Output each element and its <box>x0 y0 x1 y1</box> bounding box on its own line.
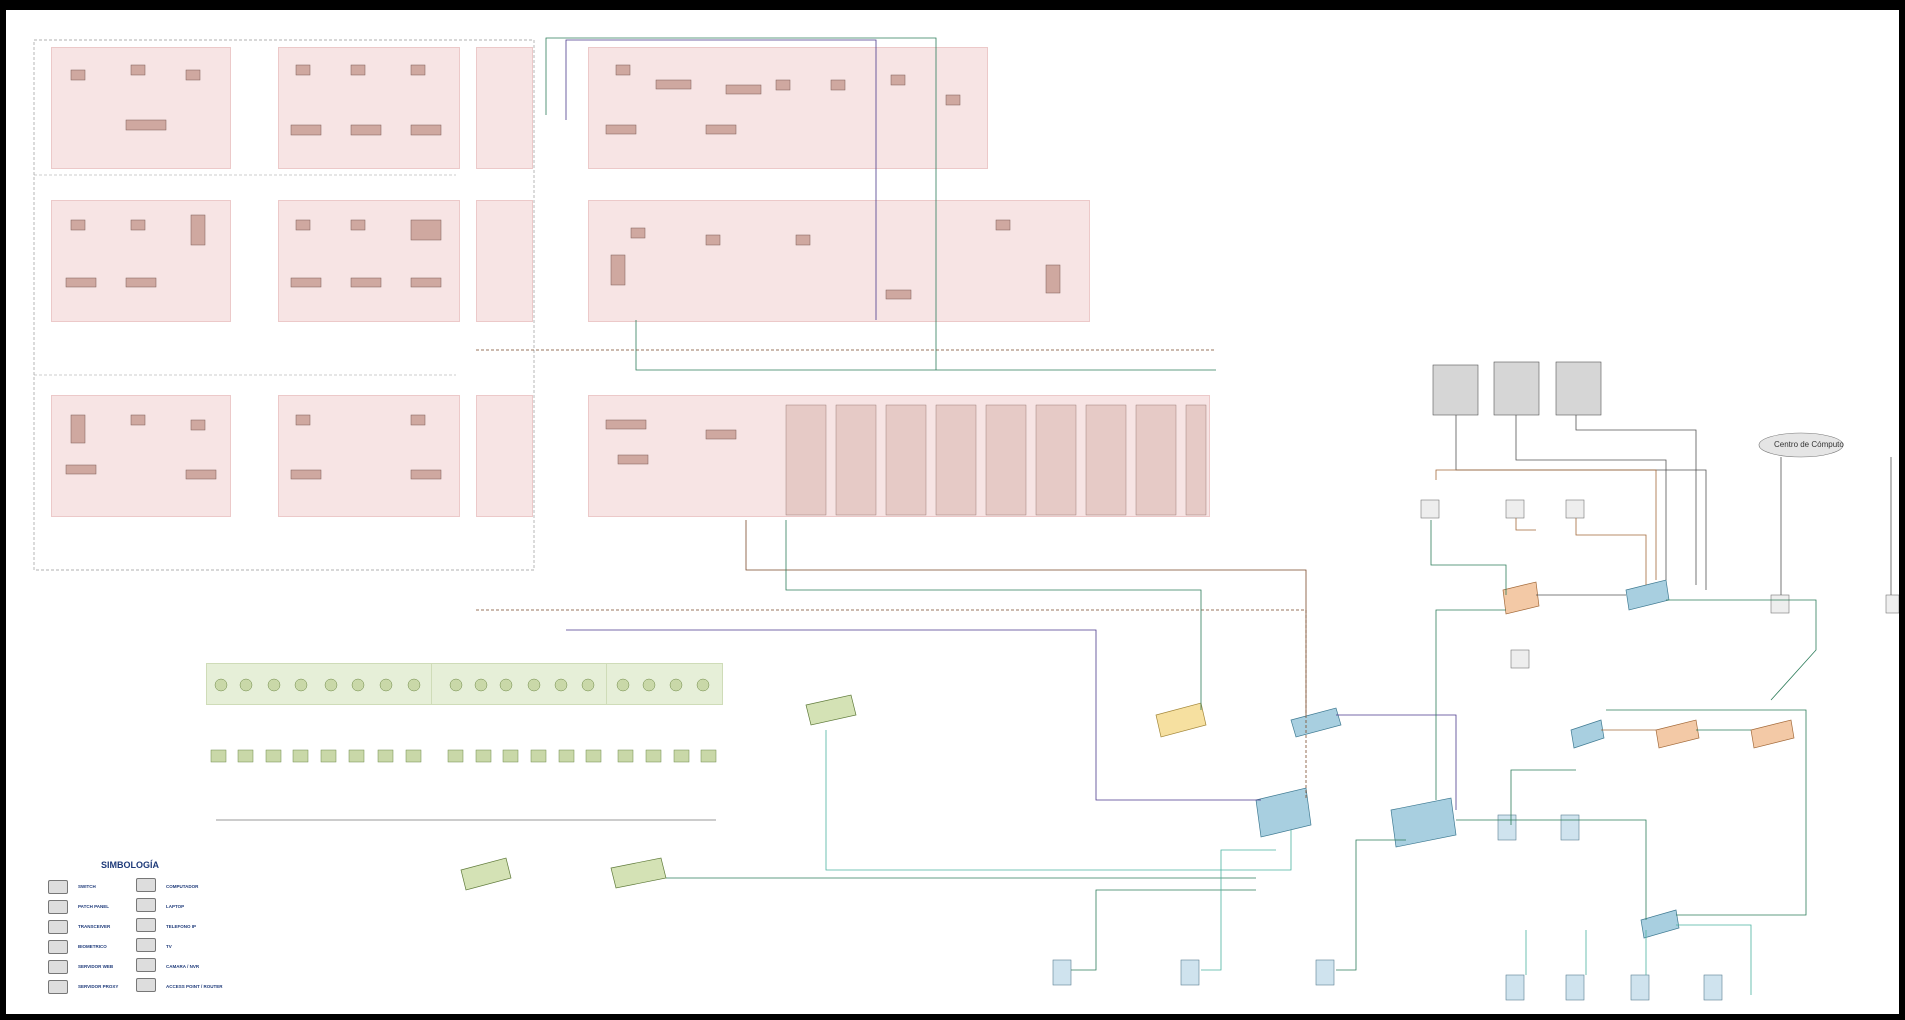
core-switches <box>1255 579 1680 939</box>
green-switches <box>460 694 857 891</box>
patch-panel-icon <box>48 900 68 914</box>
zone-floor1-c <box>476 47 533 169</box>
yellow-switch <box>1155 702 1207 738</box>
computer-icon <box>136 878 156 892</box>
legend-laptop: LAPTOP <box>166 904 185 909</box>
laptop-icon <box>136 898 156 912</box>
cloud-shape <box>1758 432 1844 458</box>
orange-switches <box>1502 581 1795 749</box>
camera-icon <box>136 958 156 972</box>
legend: SIMBOLOGÍA SWITCH COMPUTADOR PATCH PANEL… <box>46 860 246 1014</box>
ip-phone-icon <box>136 918 156 932</box>
legend-title: SIMBOLOGÍA <box>101 860 159 870</box>
access-point-icon <box>136 978 156 992</box>
cloud-label: Centro de Cómputo <box>1774 440 1844 449</box>
network-links-svg <box>33 37 1899 1001</box>
zone-floor2-c <box>476 200 533 322</box>
network-diagram-canvas: Centro de Cómputo SIMBOLOGÍA SWITCH COMP… <box>6 10 1899 1014</box>
servers <box>1052 814 1723 1001</box>
proxy-server-icon <box>48 980 68 994</box>
legend-transceiver: TRANSCEIVER <box>78 924 111 929</box>
transceivers <box>1420 499 1899 669</box>
row1-devices <box>70 64 961 136</box>
biometric-icon <box>48 940 68 954</box>
legend-web-server: SERVIDOR WEB <box>78 964 114 969</box>
legend-biometric: BIOMETRICO <box>78 944 107 949</box>
switch-icon <box>48 880 68 894</box>
legend-patch-panel: PATCH PANEL <box>78 904 109 909</box>
row3-devices <box>65 414 737 480</box>
building-boundary <box>33 39 535 571</box>
legend-camera: CAMARA / NVR <box>166 964 200 969</box>
legend-ip-phone: TELEFONO IP <box>166 924 197 929</box>
zone-floor1-d <box>588 47 988 169</box>
tv-icon <box>136 938 156 952</box>
web-server-icon <box>48 960 68 974</box>
legend-tv: TV <box>166 944 172 949</box>
legend-proxy-server: SERVIDOR PROXY <box>78 984 119 989</box>
camera-row <box>210 678 717 763</box>
transceiver-icon <box>48 920 68 934</box>
buildings <box>1432 361 1602 416</box>
legend-access-point: ACCESS POINT / ROUTER <box>166 984 223 989</box>
row3-rooms <box>785 404 1207 516</box>
legend-computer: COMPUTADOR <box>166 884 199 889</box>
links <box>476 37 1892 995</box>
row2-devices <box>65 214 1061 300</box>
legend-switch: SWITCH <box>78 884 96 889</box>
zone-floor3-c <box>476 395 533 517</box>
